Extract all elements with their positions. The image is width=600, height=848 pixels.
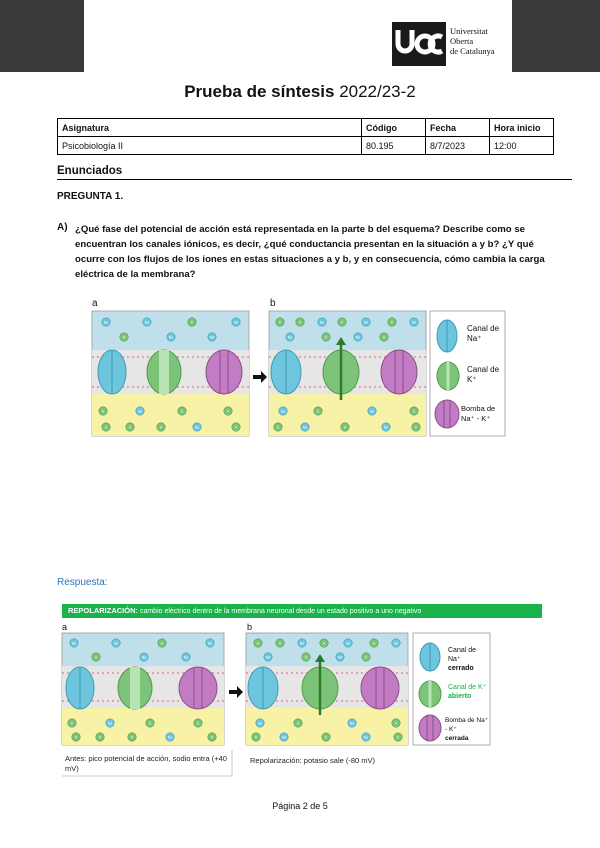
- caption-b: Repolarización: potasio sale (-80 mV): [250, 756, 430, 766]
- na-k-pump: [361, 667, 399, 709]
- pump-legend-icon: [419, 715, 441, 741]
- pump-legend-icon: [435, 400, 459, 428]
- repolarization-banner: REPOLARIZACIÓN: cambio eléctrico dentro …: [62, 604, 542, 618]
- answer-legend-na-title: Canal de Na⁺: [448, 647, 476, 663]
- legend-k-channel-label: Canal de K⁺: [467, 365, 505, 385]
- answer-legend-pump-title: Bomba de Na⁺ - K⁺: [445, 717, 488, 733]
- banner-title: REPOLARIZACIÓN:: [68, 606, 138, 615]
- answer-panel-b: [246, 633, 408, 745]
- na-k-pump: [206, 350, 242, 394]
- answer-legend-pump: Bomba de Na⁺ - K⁺ cerrada: [445, 716, 489, 743]
- answer-legend-na-state: cerrado: [448, 665, 474, 672]
- answer-label-a: a: [62, 622, 67, 632]
- answer-legend-pump-state: cerrada: [445, 735, 469, 742]
- legend-pump-label: Bomba de Na⁺ - K⁺: [461, 404, 505, 424]
- legend-na-channel-label: Canal de Na⁺: [467, 324, 505, 344]
- answer-label: Respuesta:: [57, 577, 108, 588]
- page-number: Página 2 de 5: [0, 801, 600, 811]
- caption-a: Antes: pico potencial de acción, sodio e…: [65, 754, 230, 774]
- answer-legend-k-state: abierto: [448, 693, 471, 700]
- na-k-pump: [381, 350, 417, 394]
- na-k-pump: [179, 667, 217, 709]
- figure1-panel-a: [92, 311, 249, 436]
- answer-legend-k: Canal de K⁺ abierto: [448, 683, 488, 701]
- answer-legend-na: Canal de Na⁺ cerrado: [448, 646, 488, 673]
- answer-panel-a: [62, 633, 224, 745]
- banner-text: cambio eléctrico dentro de la membrana n…: [140, 608, 421, 615]
- answer-legend-k-title: Canal de K⁺: [448, 684, 486, 691]
- figure1-panel-b: [269, 311, 426, 436]
- answer-label-b: b: [247, 622, 252, 632]
